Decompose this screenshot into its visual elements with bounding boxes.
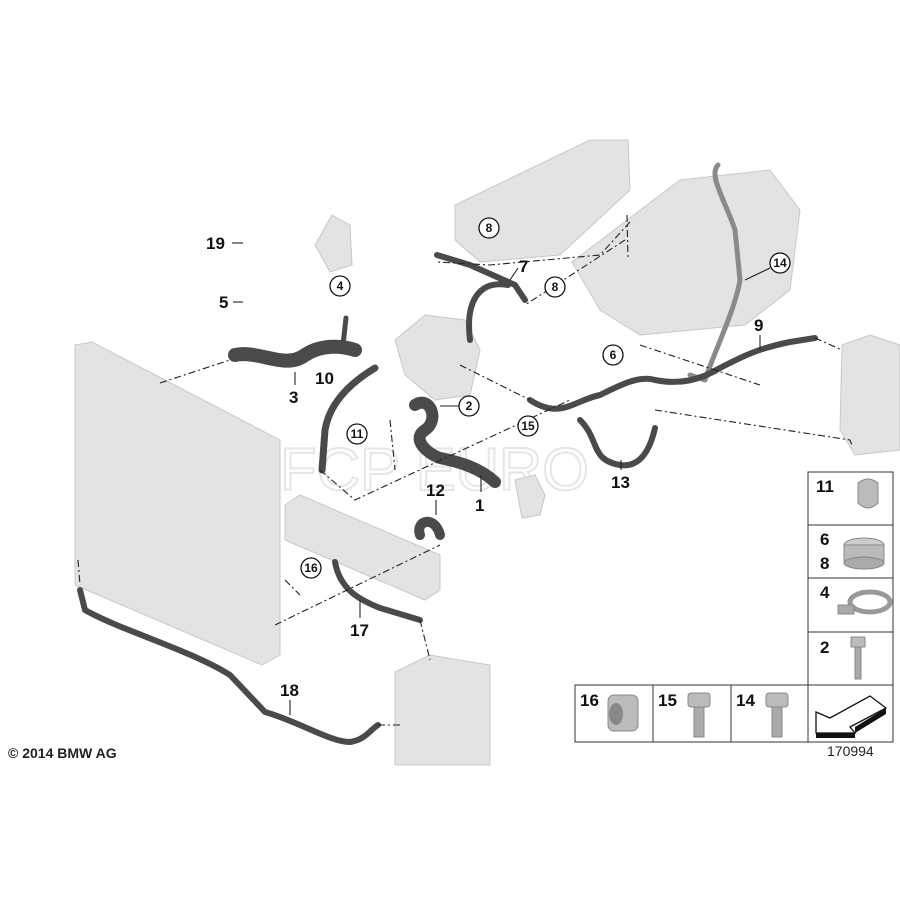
callout-3: 3 <box>289 388 298 407</box>
bolt-icon <box>850 636 866 680</box>
svg-text:4: 4 <box>337 279 344 293</box>
valve <box>514 474 546 519</box>
legend-label-15: 15 <box>658 691 677 710</box>
callout-7: 7 <box>519 257 528 276</box>
svg-text:2: 2 <box>466 399 473 413</box>
svg-text:8: 8 <box>552 280 559 294</box>
diagram-number: 170994 <box>827 743 874 759</box>
svg-text:8: 8 <box>486 221 493 235</box>
legend-label-2: 2 <box>820 638 829 657</box>
clip-icon <box>857 478 879 509</box>
callout-5: 5 <box>219 293 228 312</box>
callout-8-lower: 8 <box>544 276 566 298</box>
svg-text:14: 14 <box>773 256 787 270</box>
legend-label-4: 4 <box>820 583 830 602</box>
callout-4: 4 <box>329 275 351 297</box>
hex-bolt-icon <box>765 692 789 738</box>
legend-label-6: 6 <box>820 530 829 549</box>
callout-6: 6 <box>602 344 624 366</box>
callout-9: 9 <box>754 316 763 335</box>
expansion-tank <box>839 334 900 456</box>
callout-19: 19 <box>206 234 225 253</box>
legend-label-16: 16 <box>580 691 599 710</box>
oil-cooler <box>284 494 441 601</box>
callout-10: 10 <box>315 369 334 388</box>
callout-11: 11 <box>346 423 368 445</box>
callout-2: 2 <box>458 395 480 417</box>
callout-13: 13 <box>611 473 630 492</box>
worm-clamp-icon <box>837 589 893 615</box>
legend-label-8: 8 <box>820 554 829 573</box>
hose-clamp-icon <box>843 537 885 570</box>
callout-14: 14 <box>769 252 791 274</box>
callout-12: 12 <box>426 481 445 500</box>
svg-text:15: 15 <box>521 419 535 433</box>
legend-label-14: 14 <box>736 691 755 710</box>
callout-17: 17 <box>350 621 369 640</box>
bracket-top <box>314 214 353 273</box>
callout-18: 18 <box>280 681 299 700</box>
hex-bolt-icon <box>687 692 711 738</box>
direction-arrow-icon <box>815 695 888 738</box>
callout-8-upper: 8 <box>478 217 500 239</box>
radiator <box>74 341 281 666</box>
hoses <box>77 162 818 745</box>
svg-text:6: 6 <box>610 348 617 362</box>
parts-legend: 11 6 8 4 2 16 15 14 <box>574 471 894 743</box>
svg-text:11: 11 <box>351 427 364 441</box>
callout-15: 15 <box>517 415 539 437</box>
assembly-lines <box>77 214 853 726</box>
transmission-cooler <box>394 654 491 766</box>
callout-16: 16 <box>300 557 322 579</box>
callout-1: 1 <box>475 496 484 515</box>
legend-label-11: 11 <box>816 477 834 496</box>
svg-text:16: 16 <box>304 561 318 575</box>
grommet-icon <box>607 694 639 732</box>
copyright: © 2014 BMW AG <box>8 745 117 761</box>
engine-cylinder-head-right <box>571 169 801 336</box>
